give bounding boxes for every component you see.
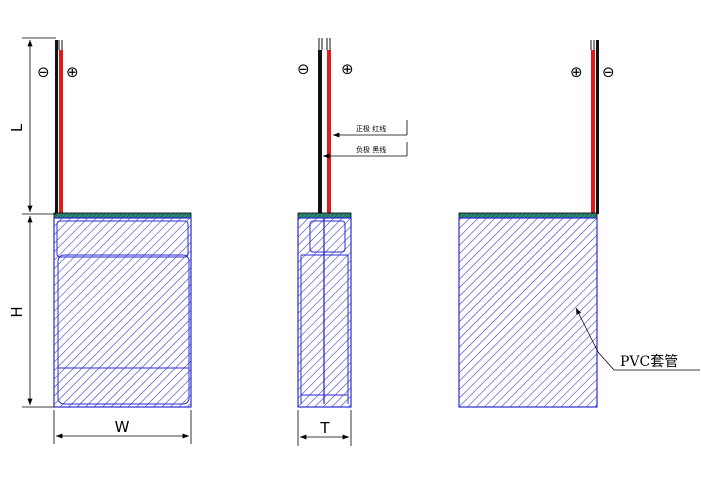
negative-symbol: ⊖: [297, 60, 310, 78]
pvc-sleeve-label: PVC套管: [620, 354, 678, 370]
dimension-l-label: L: [8, 123, 26, 132]
pcb-strip: [297, 212, 352, 219]
dimension-h: H: [8, 216, 54, 408]
cell-body: [53, 217, 192, 408]
pcb-strip: [53, 212, 192, 219]
dimension-w-label: W: [115, 418, 130, 436]
positive-wire-label: 正极 红线: [356, 124, 386, 133]
dimension-t-label: T: [319, 419, 330, 437]
front-view: ⊖ ⊕: [37, 40, 192, 408]
side-view: ⊖ ⊕ 正极 红线 负极 黑线: [297, 38, 408, 408]
positive-symbol: ⊕: [66, 63, 79, 81]
black-wire: [318, 50, 322, 214]
pcb-strip: [458, 212, 598, 219]
cell-body: [458, 217, 598, 408]
dimension-t: T: [297, 410, 352, 446]
negative-symbol: ⊖: [37, 63, 50, 81]
dimension-l: L: [8, 37, 56, 215]
dimension-h-label: H: [8, 306, 26, 317]
back-view: ⊕ ⊖ PVC套管: [458, 40, 700, 408]
negative-symbol: ⊖: [602, 63, 615, 81]
positive-symbol: ⊕: [341, 60, 354, 78]
red-wire: [591, 50, 595, 214]
red-wire: [59, 50, 63, 214]
black-wire: [55, 40, 58, 214]
negative-wire-label: 负极 黑线: [356, 145, 386, 154]
pvc-callout: PVC套管: [575, 307, 700, 371]
dimension-w: W: [53, 410, 192, 444]
red-wire: [327, 50, 331, 214]
wire-leaders: 正极 红线 负极 黑线: [323, 120, 408, 159]
positive-symbol: ⊕: [570, 63, 583, 81]
black-wire: [596, 40, 599, 214]
